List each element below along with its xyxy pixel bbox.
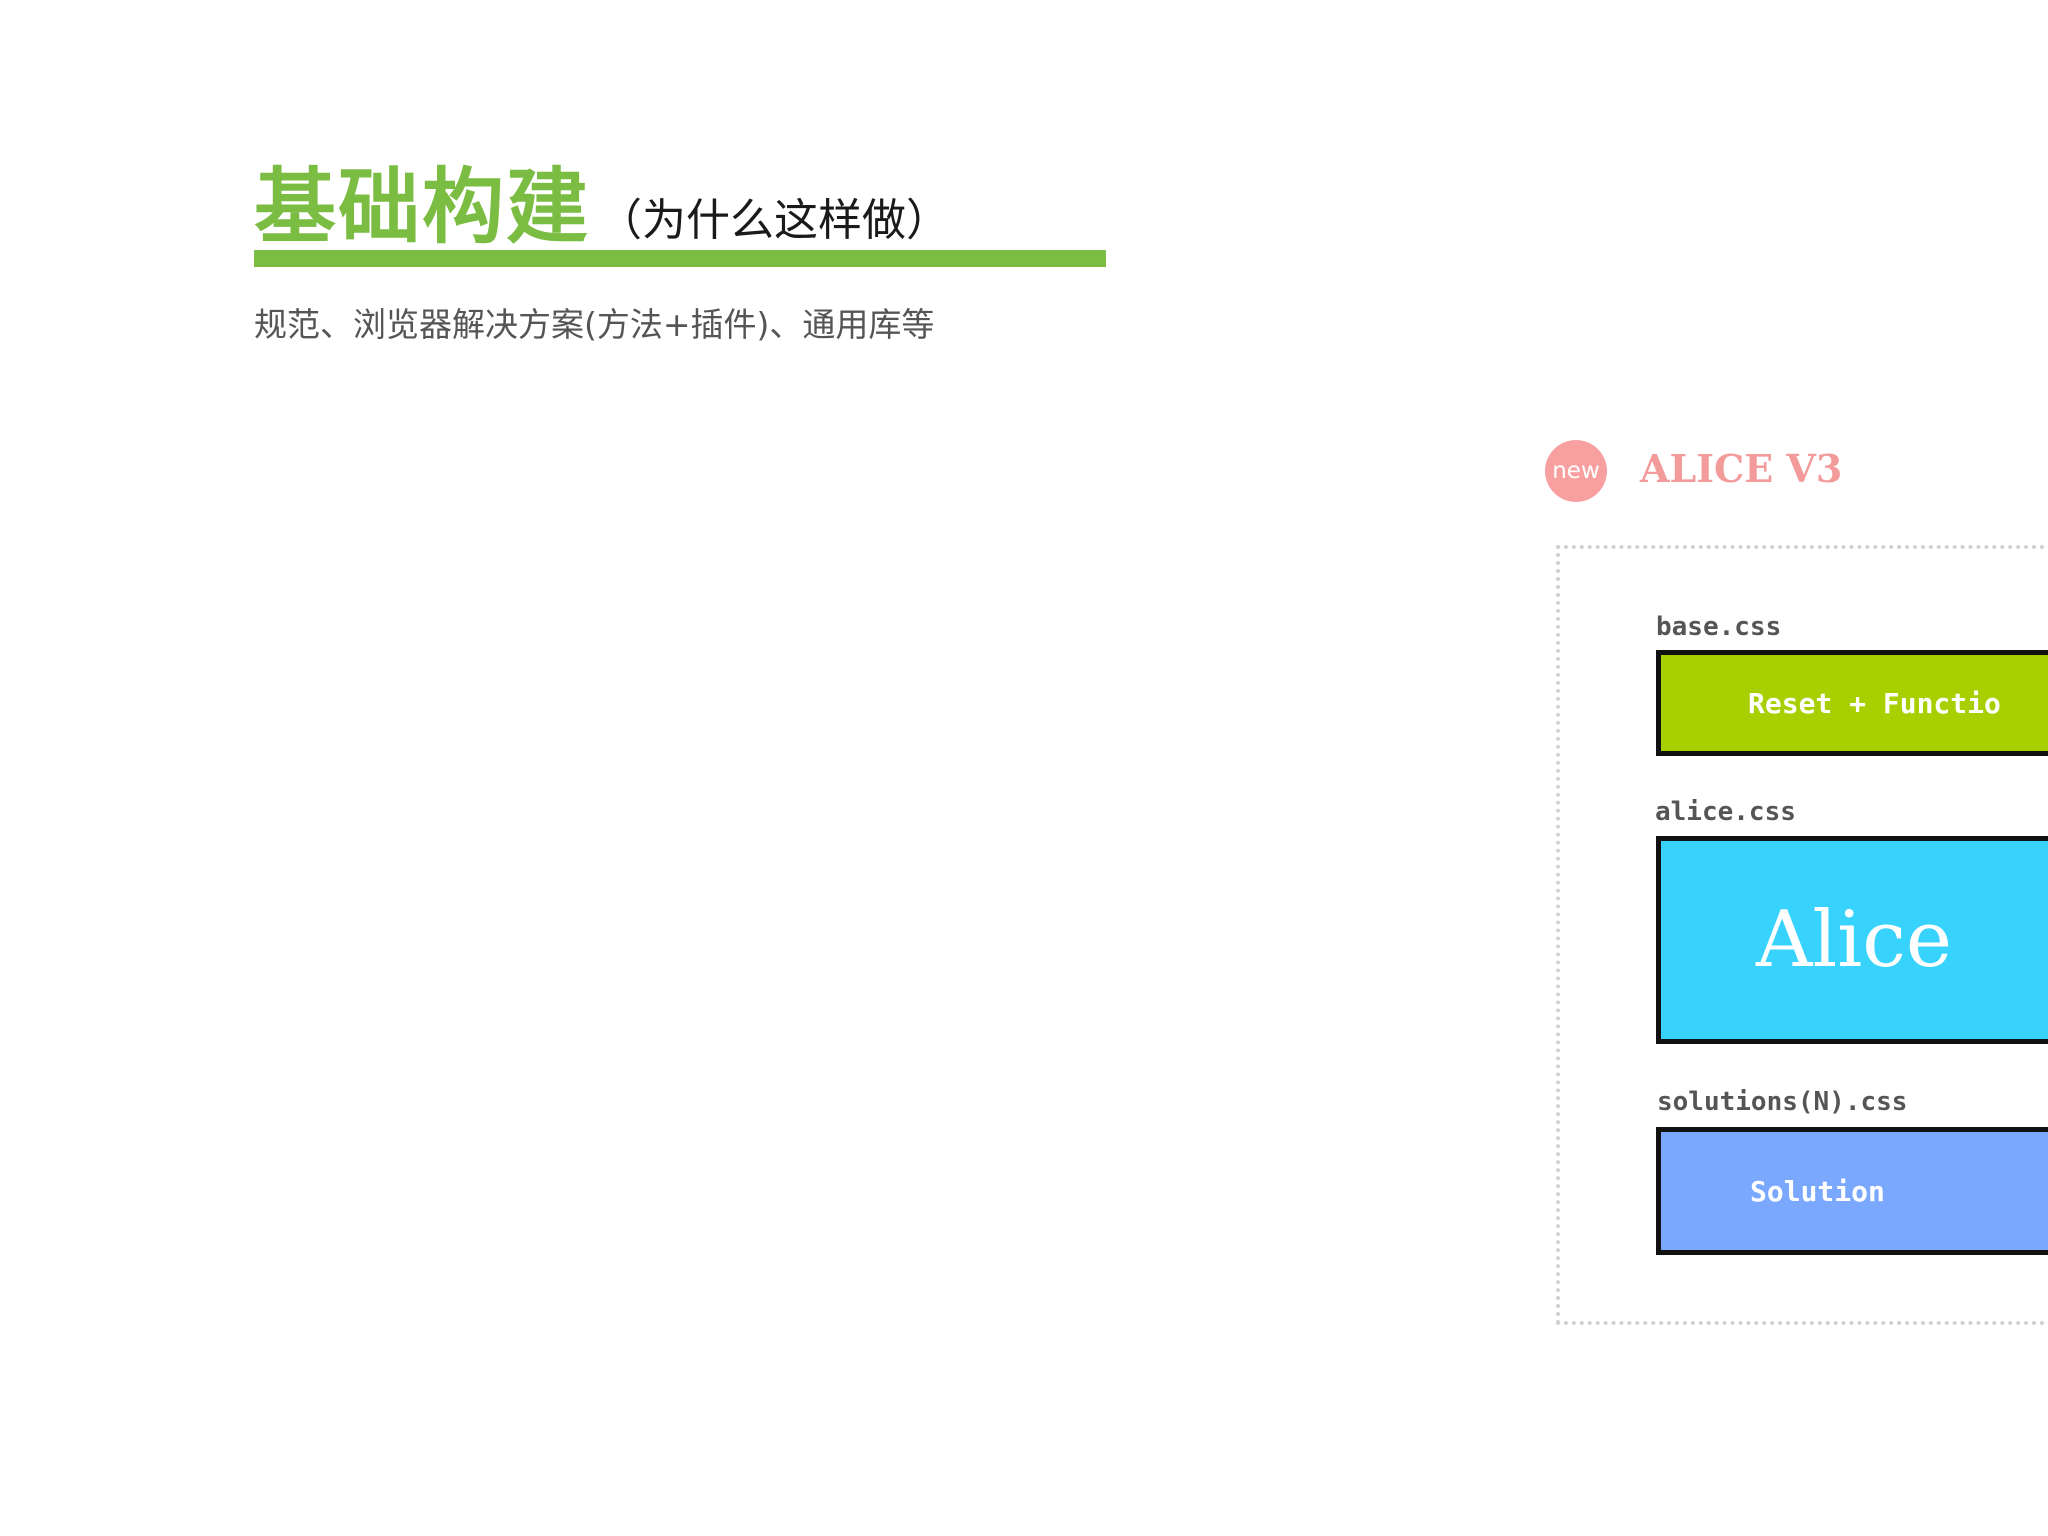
title-underline-bar — [254, 250, 1106, 267]
diagram-heading: ALICE V3 — [1640, 446, 1843, 491]
layer-file-label-base: base.css — [1656, 612, 1782, 642]
layer-label-solutions: Solution — [1750, 1174, 1885, 1208]
layer-box-solutions: Solution — [1656, 1127, 2048, 1255]
layer-file-label-solutions: solutions(N).css — [1657, 1087, 1908, 1117]
slide-title: 基础构建 — [254, 160, 591, 255]
diagram-frame — [1556, 545, 2048, 1325]
layer-label-alice: Alice — [1756, 895, 1953, 985]
title-row: 基础构建 （为什么这样做） — [254, 140, 950, 255]
layer-label-base: Reset + Functio — [1748, 686, 2001, 720]
layer-box-alice: Alice — [1656, 836, 2048, 1044]
slide-title-note: （为什么这样做） — [598, 195, 951, 246]
slide-subtitle: 规范、浏览器解决方案(方法+插件)、通用库等 — [254, 305, 935, 344]
new-badge: new — [1545, 440, 1607, 502]
layer-box-base: Reset + Functio — [1656, 650, 2048, 756]
layer-file-label-alice: alice.css — [1655, 797, 1796, 827]
